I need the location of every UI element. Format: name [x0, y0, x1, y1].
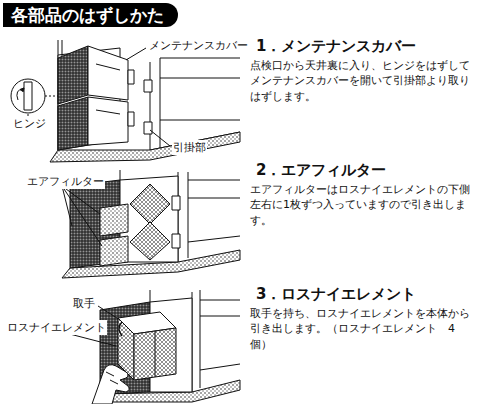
part-name: ロスナイエレメント [6, 320, 107, 335]
step-body: エアフィルターはロスナイエレメントの下側左右に1枚ずつ入っていますので引き出しま… [250, 182, 474, 228]
step-body: 点検口から天井裏に入り、ヒンジをはずしてメンテナンスカバーを開いて引掛部より取り… [250, 58, 474, 104]
unit-figure-3 [62, 290, 240, 404]
step-body: 取手を持ち、ロスナイエレメントを本体から引き出します。（ロスナイエレメント 4個… [250, 306, 474, 352]
step-heading: 2．エアフィルター [256, 160, 386, 181]
unit-figure-1 [11, 40, 240, 162]
part-name: 引掛部 [172, 140, 207, 155]
part-name: メンテナンスカバー [148, 38, 249, 53]
section-title: 各部品のはずしかた [3, 3, 178, 27]
part-name: エアフィルター [26, 174, 105, 189]
step-heading: 1．メンテナンスカバー [256, 36, 416, 57]
part-name: ヒンジ [12, 116, 47, 131]
part-name: 取手 [72, 296, 96, 311]
step-heading: 3．ロスナイエレメント [256, 284, 416, 305]
